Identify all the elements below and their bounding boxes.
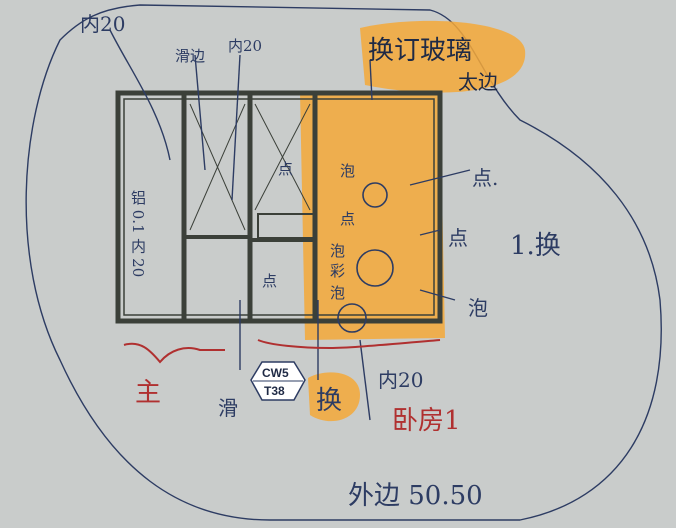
lamp-circles <box>337 182 394 333</box>
note-red-left: 主 <box>135 378 162 408</box>
note-bottom-swap: 换 <box>316 386 343 416</box>
note-right-2: 点 <box>448 226 468 250</box>
note-orange-1: 泡 <box>340 162 356 180</box>
red-brackets <box>123 339 441 364</box>
note-right-1: 点. <box>472 166 499 190</box>
highlight-window-right <box>300 92 445 340</box>
note-orange-3: 泡 <box>330 242 346 260</box>
window-frame <box>115 90 443 324</box>
note-top-right-2: 太边 <box>458 70 498 94</box>
note-orange-2: 点 <box>340 210 356 228</box>
ink-arrows <box>109 29 471 421</box>
note-bottom-right-1: 内20 <box>378 368 424 392</box>
note-bottom-right-red: 卧房1 <box>392 406 461 436</box>
note-bottom-foot: 外边 50.50 <box>348 481 483 511</box>
note-top-left: 内20 <box>80 12 126 36</box>
note-right-4: 泡 <box>468 296 488 320</box>
stamp-bottom-text: T38 <box>264 384 285 398</box>
hex-stamp <box>250 361 306 401</box>
highlight-bottom <box>308 372 360 422</box>
note-orange-4: 彩 <box>330 262 346 280</box>
note-right-3: 1.换 <box>510 231 561 261</box>
note-left-panel: 铝 0.1 内 20 <box>129 190 147 278</box>
note-bottom-mid: 滑 <box>218 396 238 420</box>
highlight-top-right <box>360 20 526 93</box>
stamp-top-text: CW5 <box>262 366 289 380</box>
note-orange-5: 泡 <box>330 284 346 302</box>
note-top-left-3: 内20 <box>228 37 263 55</box>
note-lower-dot: 点 <box>262 272 278 290</box>
note-top-right-1: 换订玻璃 <box>368 36 473 66</box>
note-center-dot: 点 <box>278 160 294 178</box>
note-top-left-2: 滑边 <box>175 47 206 65</box>
